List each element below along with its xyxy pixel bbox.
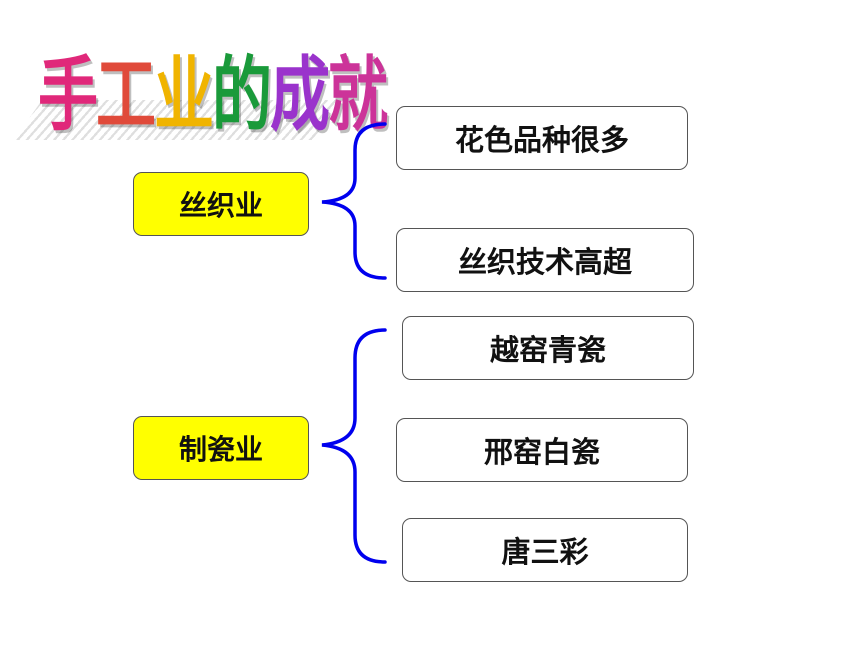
- item-label: 唐三彩: [501, 535, 589, 569]
- item-box: 丝织技术高超: [396, 228, 694, 292]
- title-char: 成: [270, 48, 330, 144]
- title-char: 业: [154, 48, 214, 144]
- category-label: 丝织业: [178, 189, 263, 222]
- slide-title: 手 工 业 的 成 就: [13, 22, 388, 143]
- category-silk: 丝织业: [133, 172, 309, 236]
- title-char: 的: [212, 48, 272, 144]
- title-char: 手: [38, 48, 98, 144]
- item-box: 花色品种很多: [396, 106, 688, 170]
- item-label: 邢窑白瓷: [483, 435, 600, 469]
- item-box: 越窑青瓷: [402, 316, 694, 380]
- category-label: 制瓷业: [178, 433, 263, 466]
- brace-silk: [321, 122, 387, 280]
- item-label: 越窑青瓷: [489, 333, 606, 367]
- item-box: 唐三彩: [402, 518, 688, 582]
- item-label: 丝织技术高超: [457, 245, 632, 279]
- item-label: 花色品种很多: [454, 123, 629, 157]
- title-wordart: 手 工 业 的 成 就: [38, 30, 388, 147]
- title-char: 工: [96, 48, 156, 144]
- brace-porcelain: [321, 328, 387, 564]
- title-char: 就: [328, 48, 388, 144]
- item-box: 邢窑白瓷: [396, 418, 688, 482]
- category-porcelain: 制瓷业: [133, 416, 309, 480]
